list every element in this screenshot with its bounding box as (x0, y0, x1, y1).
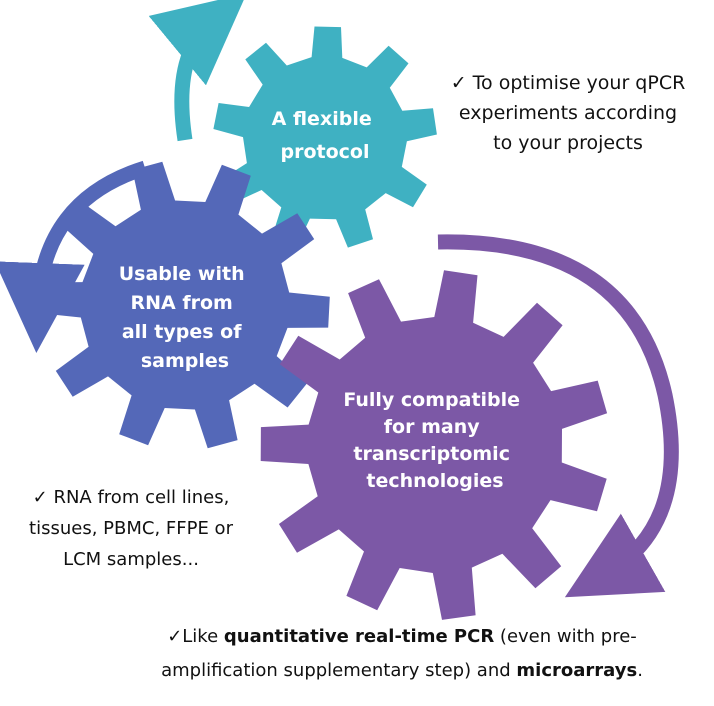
gear-usable-label-4: samples (141, 350, 229, 372)
checkmark-icon: ✓ (450, 72, 467, 94)
gear-compatible-label-2: for many (384, 416, 480, 438)
cycle-arrow-purple (437, 234, 679, 598)
note-compatible-line-1: ✓Like quantitative real-time PCR (even w… (100, 620, 704, 654)
note-compatible-line-2: amplification supplementary step) and mi… (100, 654, 704, 688)
note-flexible-line-3: to your projects (493, 132, 643, 154)
svg-text:Fully compatible for man: Fully compatible for many transcriptomic… (343, 389, 526, 492)
gear-flexible-label-2: protocol (281, 141, 370, 163)
gear-shape-usable (40, 161, 330, 449)
note-compatible-bold-qpcr: quantitative real-time PCR (223, 626, 495, 647)
gear-usable-label-1: Usable with (119, 263, 245, 285)
gear-usable-label-2: RNA from (131, 292, 233, 314)
gear-compatible-label-1: Fully compatible (343, 389, 520, 411)
note-compatible: ✓Like quantitative real-time PCR (even w… (100, 620, 704, 688)
note-compatible-pre-1: Like (182, 626, 224, 647)
gear-usable-label-3: all types of (122, 321, 242, 343)
gear-shape-compatible (260, 270, 608, 620)
note-compatible-bold-microarrays: microarrays (516, 660, 638, 681)
note-flexible-line-1: ✓ To optimise your qPCR (428, 68, 708, 98)
gear-compatible: Fully compatible for many transcriptomic… (260, 270, 608, 620)
checkmark-icon: ✓ (167, 626, 183, 647)
note-flexible: ✓ To optimise your qPCR experiments acco… (428, 68, 708, 158)
checkmark-icon: ✓ (32, 487, 48, 508)
gear-compatible-label-4: technologies (366, 470, 503, 492)
note-flexible-text-1: To optimise your qPCR (472, 72, 686, 94)
note-usable-line-3: LCM samples... (63, 549, 199, 570)
cycle-arrow-blue (0, 160, 148, 353)
note-compatible-pre-2: amplification supplementary step) and (161, 660, 517, 681)
note-usable-text-1: RNA from cell lines, (53, 487, 230, 508)
note-compatible-post-2: . (637, 660, 643, 681)
gear-compatible-label-3: transcriptomic (353, 443, 510, 465)
note-flexible-line-2: experiments according (458, 102, 678, 124)
gear-flexible-label-1: A flexible (272, 108, 372, 130)
note-compatible-post-1: (even with pre- (494, 626, 637, 647)
svg-text:A flexible protocol: A flexible protocol (272, 108, 379, 163)
note-usable: ✓ RNA from cell lines, tissues, PBMC, FF… (0, 482, 262, 575)
gear-usable: Usable with RNA from all types of sample… (40, 161, 330, 449)
svg-text:Usable with RNA from: Usable with RNA from all types of sample… (119, 263, 251, 372)
gear-shape-flexible (213, 26, 437, 248)
gear-flexible: A flexible protocol (213, 26, 437, 248)
note-usable-line-2: tissues, PBMC, FFPE or (29, 518, 233, 539)
note-usable-line-1: ✓ RNA from cell lines, (0, 482, 262, 513)
cycle-arrow-teal (148, 0, 247, 142)
